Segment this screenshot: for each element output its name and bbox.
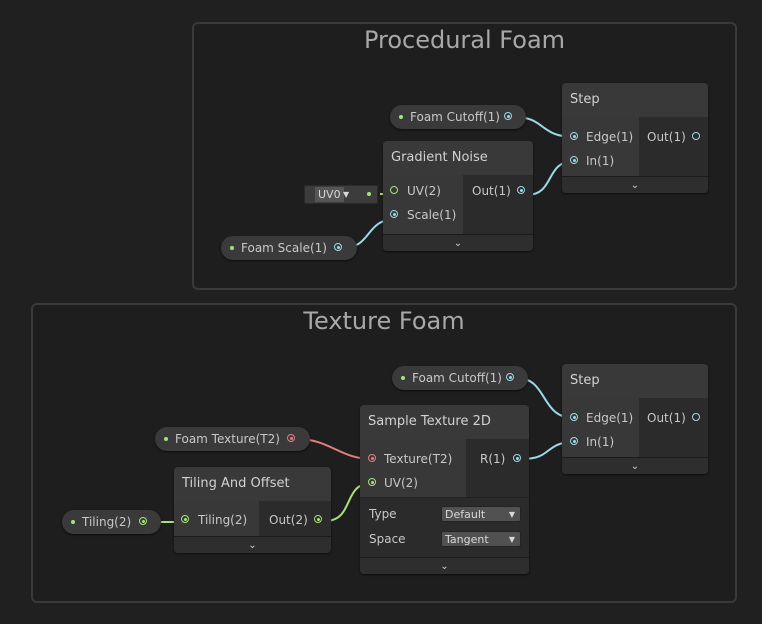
triangle-down-icon: ▼ [508, 510, 515, 519]
uv-channel-value: UV0 [315, 187, 344, 202]
texture-foam-group-title: Texture Foam [303, 307, 465, 335]
out-output-label: Out(1) [647, 130, 686, 144]
out-output-port[interactable] [692, 132, 700, 140]
chevron-down-icon: ⌄ [630, 460, 640, 472]
tiling-and-offset-collapse-button[interactable]: ⌄ [174, 536, 331, 553]
texture-input-label: Texture(T2) [384, 452, 453, 466]
foam-cutoff-label: Foam Cutoff(1) [410, 110, 500, 124]
step-out-output[interactable]: Out(1) [639, 128, 708, 146]
step-collapse-button[interactable]: ⌄ [562, 176, 708, 193]
space-dropdown[interactable]: Tangent ▼ [441, 531, 521, 547]
foam-cutoff-property-texture[interactable]: Foam Cutoff(1) [392, 366, 528, 390]
out-output-label: Out(2) [269, 513, 308, 527]
out-output-label: Out(1) [472, 184, 511, 198]
chevron-down-icon: ⌄ [630, 179, 640, 191]
step-in-input[interactable]: In(1) [562, 433, 639, 451]
foam-scale-output-port[interactable] [334, 243, 342, 251]
property-indicator-icon [71, 520, 75, 524]
type-dropdown[interactable]: Default ▼ [441, 506, 521, 522]
gradient-noise-collapse-button[interactable]: ⌄ [383, 234, 533, 251]
tiling-and-offset-title: Tiling And Offset [174, 467, 331, 501]
tiling-property[interactable]: Tiling(2) [62, 510, 161, 534]
chevron-down-icon: ⌄ [248, 539, 257, 551]
sample-texture-uv-input[interactable]: UV(2) [360, 474, 466, 492]
step-title: Step [562, 83, 708, 117]
foam-texture-label: Foam Texture(T2) [175, 432, 280, 446]
edge-input-label: Edge(1) [586, 411, 634, 425]
tiling-and-offset-tiling-input[interactable]: Tiling(2) [174, 511, 259, 529]
type-label: Type [369, 507, 397, 521]
gradient-noise-title: Gradient Noise [383, 141, 533, 175]
out-output-port[interactable] [314, 515, 322, 523]
chevron-down-icon: ⌄ [453, 237, 463, 249]
triangle-down-icon: ▼ [343, 190, 350, 199]
edge-input-port[interactable] [570, 132, 578, 140]
tiling-input-port[interactable] [181, 515, 189, 523]
sample-texture-r-output[interactable]: R(1) [466, 450, 529, 468]
uv-channel-dropdown[interactable]: UV0 ▼ [304, 185, 378, 204]
scale-input-label: Scale(1) [407, 208, 457, 222]
chevron-down-icon: ⌄ [440, 560, 449, 572]
tiling-and-offset-node[interactable]: Tiling And Offset Tiling(2) Out(2) ⌄ [174, 467, 331, 553]
gradient-noise-node[interactable]: Gradient Noise UV(2) Scale(1) Out(1) ⌄ [383, 141, 533, 251]
foam-cutoff-output-port[interactable] [506, 373, 514, 381]
foam-cutoff-label: Foam Cutoff(1) [412, 371, 502, 385]
r-output-label: R(1) [480, 452, 506, 466]
tiling-and-offset-out-output[interactable]: Out(2) [259, 511, 331, 529]
space-label: Space [369, 532, 406, 546]
r-output-port[interactable] [513, 454, 521, 462]
procedural-foam-group-title: Procedural Foam [363, 26, 566, 54]
foam-scale-property[interactable]: Foam Scale(1) [221, 236, 357, 260]
in-input-label: In(1) [586, 435, 615, 449]
step-node-procedural[interactable]: Step Edge(1) In(1) Out(1) ⌄ [562, 83, 708, 193]
gradient-noise-scale-input[interactable]: Scale(1) [383, 206, 463, 224]
property-indicator-icon [401, 376, 405, 380]
sample-texture-2d-title: Sample Texture 2D [360, 405, 529, 439]
foam-cutoff-output-port[interactable] [504, 112, 512, 120]
tiling-input-label: Tiling(2) [198, 513, 248, 527]
step-title: Step [562, 364, 708, 398]
step-edge-input[interactable]: Edge(1) [562, 409, 639, 427]
uv-input-label: UV(2) [384, 476, 418, 490]
step-out-output[interactable]: Out(1) [639, 409, 708, 427]
type-value: Default [445, 508, 486, 521]
uv-input-port[interactable] [368, 478, 376, 486]
edge-input-port[interactable] [570, 413, 578, 421]
sample-texture-2d-node[interactable]: Sample Texture 2D Texture(T2) UV(2) R(1)… [360, 405, 529, 574]
tiling-output-port[interactable] [139, 517, 147, 525]
space-value: Tangent [445, 533, 489, 546]
out-output-port[interactable] [517, 186, 525, 194]
triangle-down-icon: ▼ [508, 535, 515, 544]
in-input-port[interactable] [570, 156, 578, 164]
foam-cutoff-property[interactable]: Foam Cutoff(1) [390, 105, 526, 129]
property-indicator-icon [230, 246, 234, 250]
in-input-label: In(1) [586, 154, 615, 168]
property-indicator-icon [164, 437, 168, 441]
step-collapse-button[interactable]: ⌄ [562, 457, 708, 474]
sample-texture-texture-input[interactable]: Texture(T2) [360, 450, 466, 468]
scale-input-port[interactable] [390, 210, 398, 218]
gradient-noise-out-output[interactable]: Out(1) [463, 182, 533, 200]
foam-scale-label: Foam Scale(1) [241, 241, 327, 255]
foam-texture-output-port[interactable] [287, 434, 295, 442]
uv-input-label: UV(2) [407, 184, 441, 198]
tiling-label: Tiling(2) [82, 515, 132, 529]
texture-input-port[interactable] [368, 454, 376, 462]
sample-texture-collapse-button[interactable]: ⌄ [360, 557, 529, 574]
foam-texture-property[interactable]: Foam Texture(T2) [155, 427, 310, 451]
property-indicator-icon [399, 115, 403, 119]
out-output-port[interactable] [692, 413, 700, 421]
uv-channel-dot-icon [367, 192, 371, 196]
step-node-texture[interactable]: Step Edge(1) In(1) Out(1) ⌄ [562, 364, 708, 474]
in-input-port[interactable] [570, 437, 578, 445]
step-edge-input[interactable]: Edge(1) [562, 128, 639, 146]
edge-input-label: Edge(1) [586, 130, 634, 144]
uv-input-port[interactable] [390, 186, 398, 194]
out-output-label: Out(1) [647, 411, 686, 425]
step-in-input[interactable]: In(1) [562, 152, 639, 170]
gradient-noise-uv-input[interactable]: UV(2) [383, 182, 463, 200]
